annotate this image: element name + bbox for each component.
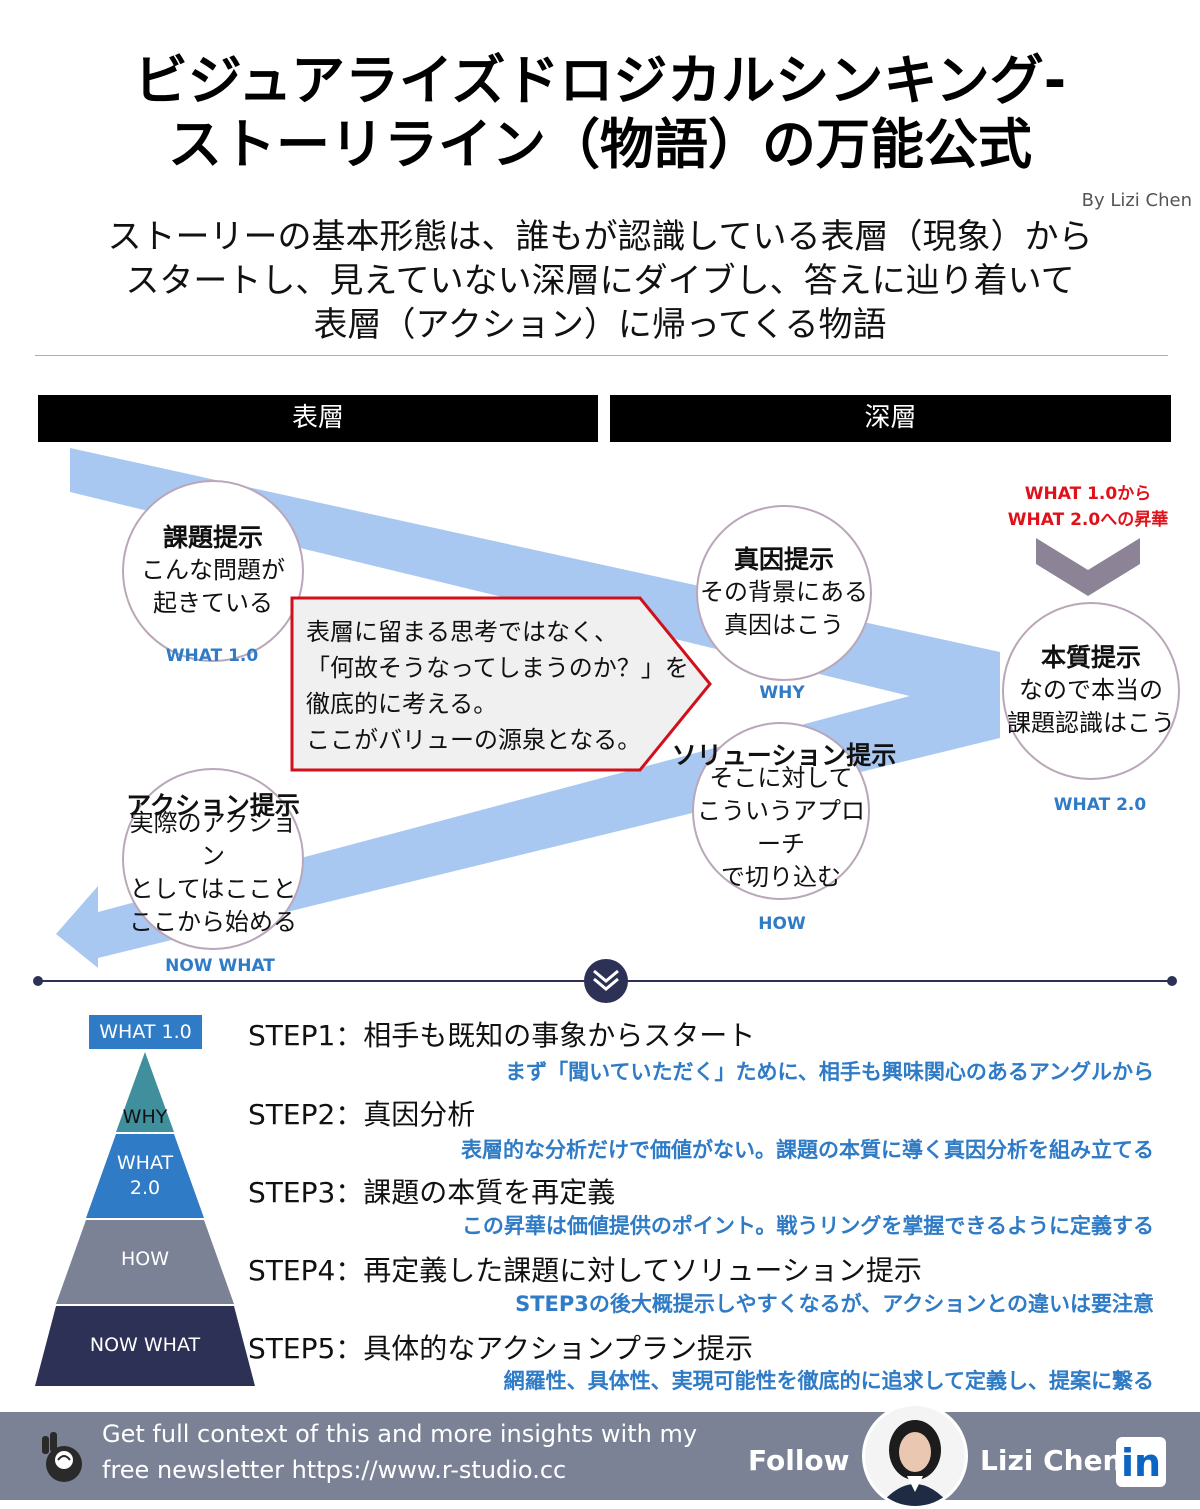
- node-solution-line-3: で切り込む: [721, 863, 841, 891]
- step-2-sub: 表層的な分析だけで価値がない。課題の本質に導く真因分析を組み立てる: [461, 1138, 1154, 1162]
- callout-line-4: ここがバリューの源泉となる。: [306, 726, 642, 754]
- pyramid-label-why: WHY: [122, 1106, 168, 1128]
- subtitle-line-1: ストーリーの基本形態は、誰もが認識している表層（現象）から: [107, 217, 1093, 257]
- node-action-title: アクション提示: [126, 791, 300, 820]
- footer: [0, 1412, 1200, 1500]
- footer-line-2[interactable]: free newsletter https://www.r-studio.cc: [102, 1456, 567, 1484]
- node-cause-line-2: 真因はこう: [724, 611, 844, 639]
- author-name: Lizi Chen: [980, 1444, 1123, 1477]
- footer-line-1: Get full context of this and more insigh…: [102, 1420, 698, 1448]
- node-essence-line-1: なので本当の: [1019, 676, 1163, 704]
- follow-button[interactable]: Follow: [748, 1444, 850, 1477]
- node-essence-line-2: 課題認識はこう: [1007, 709, 1175, 737]
- subtitle: ストーリーの基本形態は、誰もが認識している表層（現象）から スタートし、見えてい…: [20, 215, 1180, 347]
- step-5-sub: 網羅性、具体性、実現可能性を徹底的に追求して定義し、提案に繋る: [503, 1369, 1154, 1393]
- subtitle-line-2: スタートし、見えていない深層にダイブし、答えに辿り着いて: [125, 261, 1075, 301]
- step-2-title: STEP2：真因分析: [248, 1098, 476, 1131]
- pyramid-level-why: [116, 1052, 174, 1132]
- node-issue: 課題提示 こんな問題が 起きている: [122, 480, 304, 662]
- section-divider: [33, 959, 1177, 1003]
- node-issue-line-1: こんな問題が: [141, 556, 285, 584]
- step-1-sub: まず「聞いていただく」ために、相手も興味関心のあるアングルから: [505, 1060, 1154, 1084]
- node-cause-title: 真因提示: [733, 545, 834, 574]
- step-4-title: STEP4：再定義した課題に対してソリューション提示: [248, 1254, 922, 1287]
- callout-line-3: 徹底的に考える。: [306, 690, 498, 718]
- band-surface: 表層: [38, 395, 598, 442]
- node-action-line-2: としてはここと: [129, 875, 297, 903]
- avatar: [862, 1403, 968, 1509]
- node-solution-title: ソリューション提示: [671, 741, 897, 770]
- label-now-what: NOW WHAT: [165, 956, 275, 976]
- step-4-sub: STEP3の後大概提示しやすくなるが、アクションとの違いは要注意: [515, 1292, 1154, 1316]
- pyramid-level-how: [56, 1220, 234, 1304]
- pyramid-label-what: WHAT: [116, 1152, 174, 1174]
- byline: By Lizi Chen: [1081, 190, 1192, 211]
- label-why: WHY: [759, 683, 805, 703]
- node-cause-line-1: その背景にある: [700, 578, 868, 606]
- pyramid-label-how: HOW: [120, 1248, 170, 1270]
- node-issue-line-2: 起きている: [153, 589, 273, 617]
- callout-line-2: 「何故そうなってしまうのか？」を: [306, 654, 689, 682]
- flow-arrow-head: [56, 886, 98, 968]
- label-what-2: WHAT 2.0: [1053, 795, 1147, 815]
- linkedin-icon[interactable]: in: [1116, 1437, 1166, 1487]
- node-solution: そこに対して こういうアプローチ で切り込む: [692, 722, 870, 900]
- band-deep: 深層: [610, 395, 1171, 442]
- callout-shape: [290, 596, 712, 772]
- chevron-down-icon: [1036, 538, 1140, 596]
- double-chevron-down-icon: [593, 969, 619, 983]
- node-solution-line-2: こういうアプローチ: [697, 797, 865, 858]
- step-3-title: STEP3：課題の本質を再定義: [248, 1176, 616, 1209]
- pyramid-top-box: WHAT 1.0: [89, 1015, 202, 1049]
- pyramid-label-now-what: NOW WHAT: [89, 1334, 201, 1356]
- pyramid: [35, 1052, 255, 1386]
- pyramid-level-now-what: [35, 1306, 255, 1386]
- upgrade-line-1: WHAT 1.0から: [1024, 484, 1152, 504]
- upgrade-line-2: WHAT 2.0への昇華: [1007, 510, 1169, 530]
- title-line-1: ビジュアライズドロジカルシンキング-: [133, 49, 1067, 112]
- step-1-title: STEP1：相手も既知の事象からスタート: [248, 1019, 756, 1052]
- callout-line-1: 表層に留まる思考ではなく、: [306, 618, 618, 646]
- title-line-2: ストーリライン（物語）の万能公式: [168, 113, 1032, 176]
- callout-text: 表層に留まる思考ではなく、 「何故そうなってしまうのか？」を 徹底的に考える。 …: [306, 614, 689, 758]
- pyramid-label-2-0: 2.0: [129, 1177, 161, 1199]
- brain-hand-icon: [42, 1432, 82, 1482]
- node-action-line-3: ここから始める: [129, 908, 297, 936]
- divider: [35, 355, 1168, 356]
- upgrade-label: WHAT 1.0から WHAT 2.0への昇華: [990, 481, 1186, 533]
- node-action: 実際のアクション としてはここと ここから始める: [122, 768, 304, 950]
- label-what-1: WHAT 1.0: [165, 646, 259, 666]
- node-solution-line-1: そこに対して: [709, 764, 853, 792]
- node-essence: 本質提示 なので本当の 課題認識はこう: [1002, 602, 1180, 780]
- subtitle-line-3: 表層（アクション）に帰ってくる物語: [313, 305, 887, 345]
- node-essence-title: 本質提示: [1040, 643, 1141, 672]
- step-3-sub: この昇華は価値提供のポイント。戦うリングを掌握できるように定義する: [461, 1214, 1154, 1238]
- pyramid-level-what2: [86, 1134, 204, 1218]
- node-action-line-1: 実際のアクション: [129, 809, 297, 870]
- step-5-title: STEP5：具体的なアクションプラン提示: [248, 1332, 754, 1365]
- node-cause: 真因提示 その背景にある 真因はこう: [696, 505, 872, 681]
- label-how: HOW: [758, 914, 806, 934]
- node-issue-title: 課題提示: [162, 523, 263, 552]
